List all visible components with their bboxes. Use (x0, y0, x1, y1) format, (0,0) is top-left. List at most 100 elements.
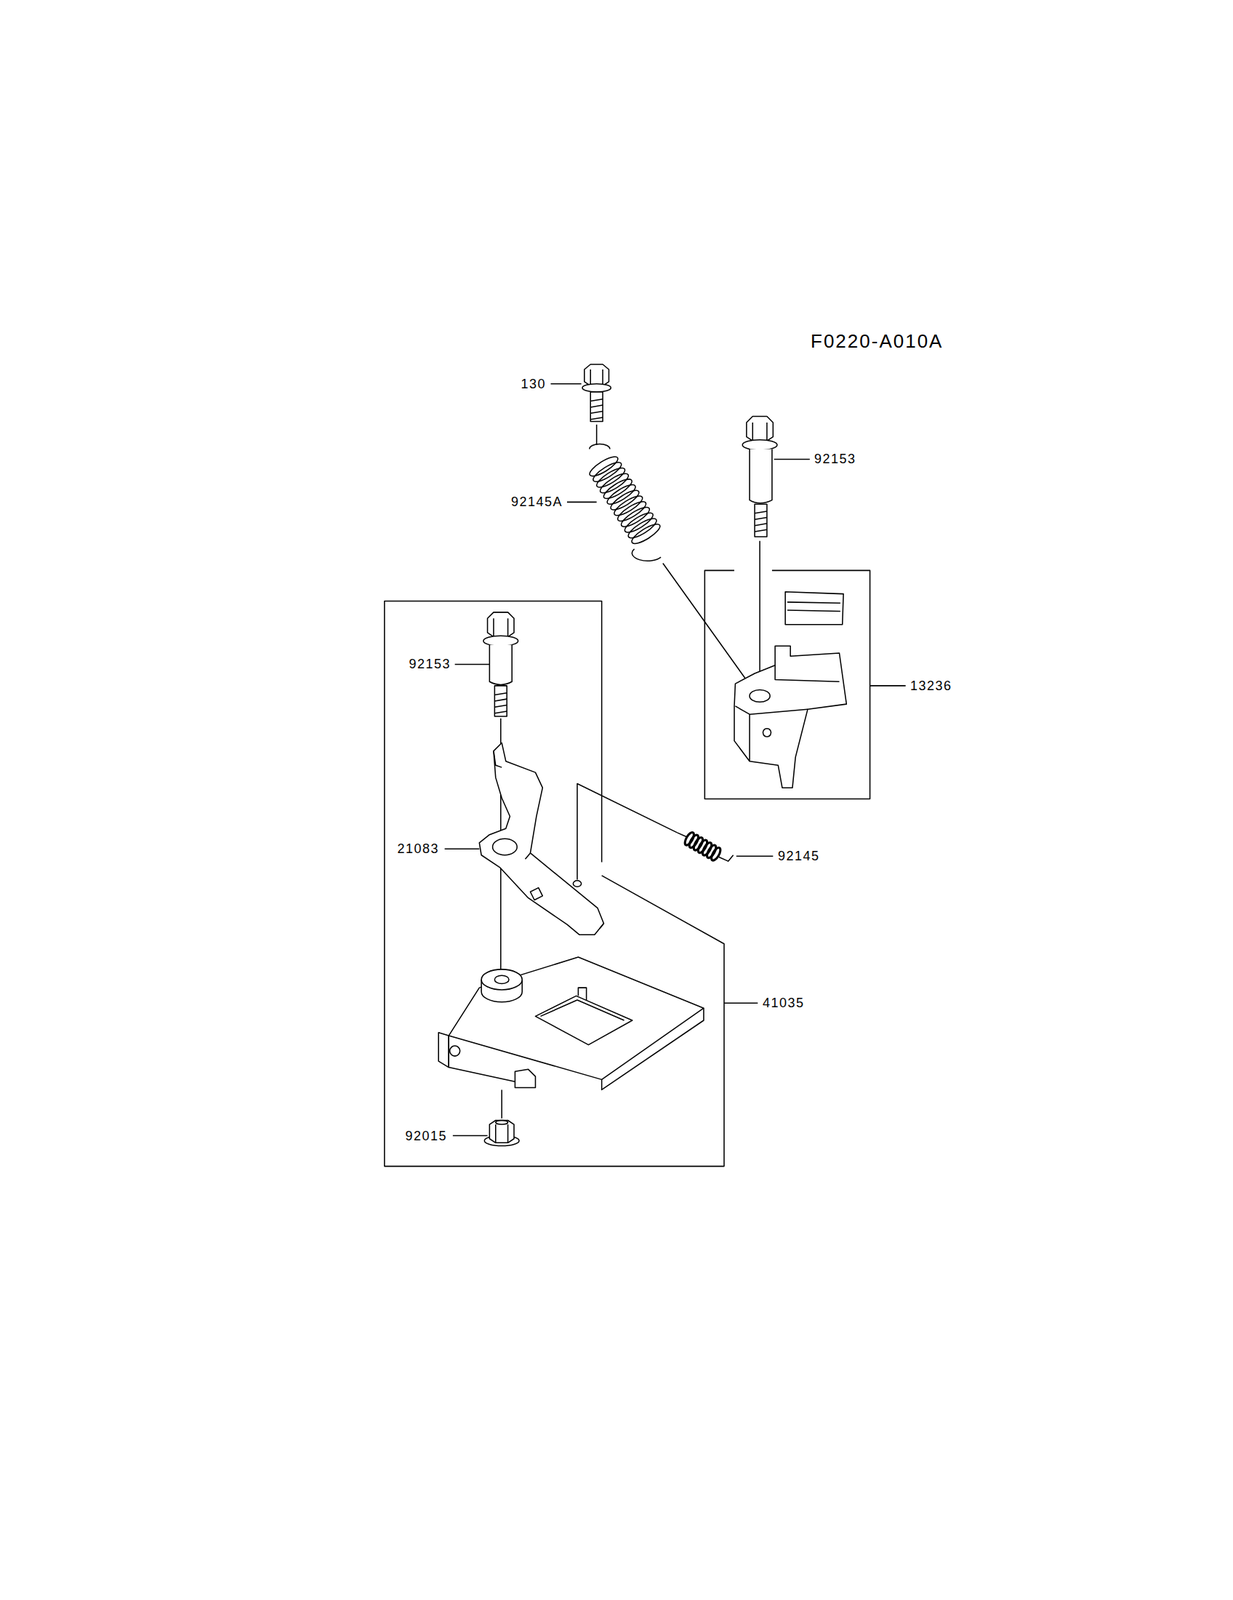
callout-number: 92015 (403, 1128, 449, 1143)
nut-edge (495, 1123, 497, 1143)
bolt-shoulder (489, 644, 512, 685)
spring-hook (719, 854, 734, 861)
bolt-head (487, 612, 514, 637)
shoulder-bolt (742, 416, 778, 538)
small-spring (676, 830, 733, 862)
group-frame (704, 569, 870, 799)
bolt-edge (766, 422, 768, 441)
spring-coil (608, 487, 642, 514)
bolt-head (584, 364, 610, 386)
stop-bracket (734, 591, 847, 788)
bolt-shank (494, 685, 507, 717)
spring-coil (618, 503, 653, 530)
leader-line (774, 458, 810, 461)
spring-hook (589, 443, 610, 449)
nut-body (489, 1119, 514, 1143)
leader-line (444, 848, 480, 850)
plate-flange (438, 1032, 449, 1068)
bolt-edge (589, 369, 592, 386)
spring-coil (601, 475, 635, 502)
assembly-line (596, 424, 598, 445)
lever-hole (572, 880, 581, 887)
plate-tab (577, 987, 586, 1000)
bolt-shank (754, 503, 767, 537)
spring-coil (625, 514, 660, 541)
bracket-hole (749, 689, 770, 702)
plate-tab (514, 1068, 536, 1087)
plate-boss (481, 969, 522, 990)
plate-hole (450, 1045, 461, 1056)
assembly-line (500, 858, 502, 978)
bolt-edge (507, 617, 509, 637)
leader-line (455, 663, 491, 666)
callout-number: 130 (519, 376, 548, 392)
control-lever (479, 742, 604, 935)
leader-line (870, 684, 906, 687)
leader-lines (444, 383, 906, 1136)
lever-tab (529, 887, 543, 901)
callout-number: 92153 (407, 656, 453, 672)
leader-line (452, 1134, 488, 1137)
nut-hole (495, 1119, 509, 1124)
bracket-mark (762, 728, 771, 737)
flange-nut (484, 1119, 520, 1146)
callout-number: 92145A (509, 494, 565, 509)
callout-number: 21083 (395, 841, 441, 856)
plate-hole (494, 974, 509, 983)
tab-hatch (787, 601, 841, 612)
leader-line (551, 383, 582, 385)
spring-hook (631, 548, 661, 561)
plate-edge (448, 1007, 704, 1090)
callout-number: 92145 (776, 848, 822, 863)
spring-coil (604, 481, 639, 508)
bolt-thread (590, 399, 603, 420)
base-plate (438, 956, 704, 1090)
leader-line (736, 854, 774, 857)
figure-code: F0220-A010A (809, 330, 945, 352)
bolt-flange (483, 635, 519, 646)
spring-coil (629, 520, 664, 547)
bolt-flange (742, 439, 778, 451)
bolt-thread (754, 511, 767, 532)
bolt-shank (590, 391, 603, 422)
callout-number: 13236 (908, 678, 954, 693)
bolt-flange (582, 383, 611, 392)
plate-cutout (535, 995, 632, 1044)
callout-number: 41035 (761, 995, 807, 1010)
bolt-thread (494, 692, 507, 714)
assembly-line (500, 1089, 503, 1118)
callout-number: 92153 (812, 451, 858, 467)
spring-coil (615, 497, 649, 525)
spring-coil (593, 464, 628, 491)
nut-edge (507, 1123, 509, 1143)
spring-hook (676, 832, 687, 837)
spring-coil (612, 492, 646, 520)
assembly-line (663, 563, 748, 682)
group-frame (384, 600, 725, 1166)
spring-coil (597, 470, 632, 497)
cutout-edge (540, 999, 624, 1020)
bolt-shoulder (749, 448, 773, 503)
bolt-edge (752, 422, 754, 441)
assembly-line (577, 783, 677, 880)
spring-coil (622, 509, 656, 536)
plate-top (448, 956, 704, 1079)
spring-coil (709, 846, 722, 862)
flange-bolt (582, 364, 611, 422)
leader-line (567, 501, 597, 504)
bracket-edge (735, 665, 839, 762)
bracket-body (734, 645, 847, 788)
spring-coil (591, 458, 625, 485)
lever-body (479, 742, 604, 935)
group-frames (384, 569, 871, 1166)
bracket-tab (785, 591, 844, 625)
lever-hole (492, 838, 518, 855)
leader-line (724, 1001, 758, 1004)
assembly-line (758, 540, 761, 690)
bolt-head (746, 416, 773, 442)
coil-spring (587, 452, 663, 546)
spring-coil (587, 452, 621, 480)
